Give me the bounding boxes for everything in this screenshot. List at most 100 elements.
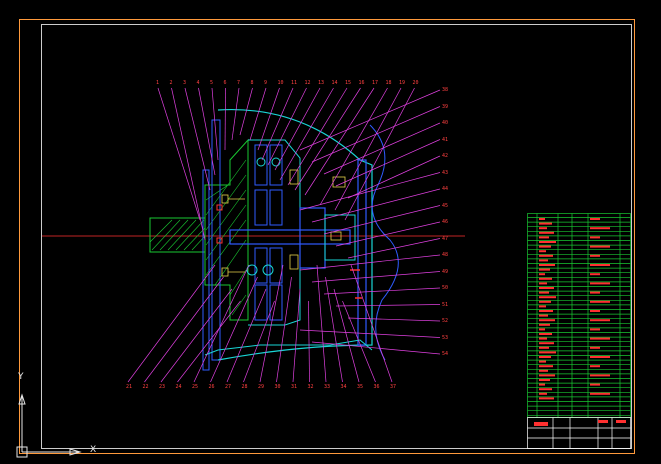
- table-cell-text: [539, 333, 552, 335]
- table-cell-text: [539, 259, 548, 262]
- table-cell-text: [539, 392, 547, 395]
- balloon-bottom-26: 26: [208, 384, 215, 390]
- balloon-right-49: 49: [442, 268, 449, 275]
- balloon-top-11: 11: [291, 80, 298, 86]
- balloon-bottom-23: 23: [159, 384, 166, 390]
- table-cell-text: [539, 218, 545, 220]
- balloon-right-52: 52: [442, 318, 449, 324]
- table-cell-text: [590, 227, 610, 230]
- balloon-bottom-35: 35: [357, 384, 364, 390]
- balloon-top-16: 16: [358, 80, 365, 86]
- balloon-right-47: 47: [442, 235, 449, 242]
- ucs-x-axis-label: X: [90, 445, 97, 455]
- balloon-top-1: 1: [156, 80, 160, 86]
- ucs-y-axis-label: Y: [18, 372, 24, 382]
- balloon-right-54: 54: [442, 351, 449, 357]
- balloon-right-48: 48: [442, 252, 449, 258]
- gear-housing-outline: [217, 108, 373, 361]
- table-cell-text: [590, 356, 610, 358]
- table-cell-text: [539, 236, 549, 239]
- balloon-top-15: 15: [345, 80, 352, 86]
- table-cell-text: [539, 310, 553, 312]
- balloon-right-41: 41: [442, 136, 449, 143]
- table-cell-text: [539, 241, 556, 243]
- red-mark-4: [216, 237, 223, 244]
- table-cell-text: [539, 360, 546, 363]
- table-cell-text: [539, 388, 552, 391]
- balloon-top-8: 8: [250, 80, 254, 86]
- balloon-top-5: 5: [210, 80, 214, 86]
- table-cell-text: [590, 254, 600, 257]
- table-cell-text: [539, 397, 554, 400]
- balloon-bottom-31: 31: [291, 384, 298, 390]
- balloon-top-12: 12: [304, 80, 311, 86]
- table-cell-text: [539, 365, 553, 368]
- balloon-bottom-28: 28: [241, 384, 248, 390]
- table-cell-text: [539, 254, 553, 257]
- balloon-bottom-34: 34: [340, 384, 347, 390]
- table-cell-text: [539, 342, 554, 345]
- bottom-housing-lip: [204, 339, 373, 356]
- balloon-right-40: 40: [442, 120, 449, 126]
- table-cell-text: [539, 287, 554, 289]
- table-cell-text: [539, 346, 549, 349]
- table-cell-text: [590, 236, 600, 239]
- assembly-section-view[interactable]: [149, 108, 399, 371]
- balloon-top-17: 17: [372, 80, 379, 86]
- balloon-top-10: 10: [277, 80, 284, 86]
- table-cell-text: [539, 356, 551, 358]
- right-break-line: [369, 124, 399, 361]
- balloon-top-13: 13: [318, 80, 325, 86]
- balloon-bottom-25: 25: [192, 384, 199, 390]
- table-cell-text: [590, 300, 610, 303]
- balloon-bottom-32: 32: [307, 384, 314, 390]
- table-cell-text: [590, 383, 600, 386]
- table-cell-text: [590, 264, 610, 266]
- table-cell-text: [590, 328, 600, 331]
- table-cell-text: [539, 374, 555, 377]
- table-cell-text: [539, 296, 556, 299]
- title-block-red-mark: [534, 422, 548, 426]
- balloon-right-53: 53: [442, 334, 449, 341]
- table-cell-text: [590, 365, 600, 368]
- table-cell-text: [590, 392, 610, 395]
- table-cell-text: [539, 383, 545, 386]
- table-cell-text: [590, 374, 610, 377]
- table-cell-text: [539, 314, 548, 317]
- flange-housing: [204, 138, 249, 321]
- balloon-top-14: 14: [331, 80, 338, 86]
- balloon-bottom-29: 29: [258, 384, 265, 390]
- table-cell-text: [539, 328, 545, 331]
- table-cell-text: [590, 337, 610, 340]
- outer-sheet-border: [19, 19, 635, 454]
- table-cell-text: [539, 300, 551, 303]
- table-cell-text: [539, 305, 546, 308]
- table-cell-text: [539, 273, 545, 276]
- title-block-red-mark-3: [616, 420, 626, 423]
- table-cell-text: [539, 222, 552, 225]
- table-cell-text: [590, 273, 600, 276]
- balloon-top-18: 18: [385, 80, 392, 86]
- output-hub: [299, 207, 326, 269]
- central-shaft: [229, 229, 351, 245]
- title-block[interactable]: [527, 417, 631, 449]
- ucs-icon[interactable]: [16, 393, 82, 458]
- table-cell-text: [590, 319, 610, 322]
- front-plate: [211, 119, 221, 361]
- table-cell-text: [590, 282, 610, 285]
- flange-plate: [202, 169, 210, 371]
- balloon-top-7: 7: [237, 80, 241, 86]
- parts-list-table[interactable]: [527, 213, 631, 418]
- table-cell-text: [539, 351, 556, 354]
- balloon-top-6: 6: [223, 80, 227, 86]
- balloon-top-20: 20: [412, 80, 419, 86]
- table-cell-text: [539, 227, 547, 230]
- table-cell-text: [539, 282, 547, 285]
- red-mark-3: [216, 204, 223, 211]
- table-cell-text: [539, 231, 554, 234]
- balloon-right-51: 51: [442, 301, 449, 308]
- table-cell-text: [539, 379, 550, 381]
- table-cell-text: [539, 291, 549, 294]
- table-cell-text: [539, 250, 546, 253]
